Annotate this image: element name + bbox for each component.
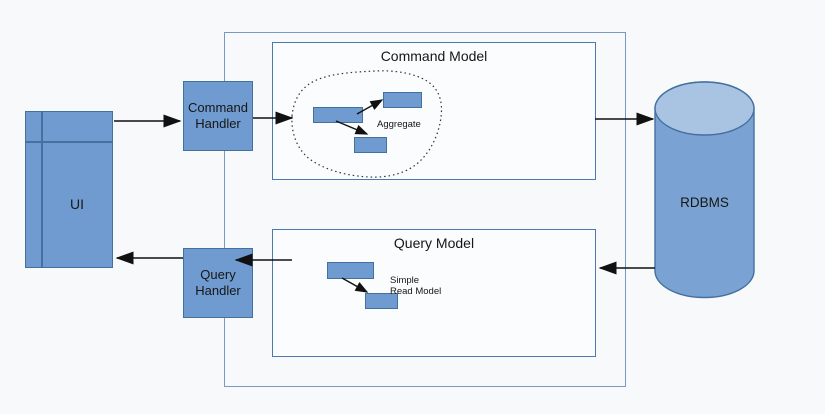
rdbms-node: RDBMS	[654, 81, 755, 299]
query-handler-label-line2: Handler	[195, 283, 241, 298]
aggregate-entity-main	[313, 107, 363, 123]
aggregate-entity-top	[383, 92, 422, 108]
outer-container-box	[224, 32, 626, 387]
command-model-title: Command Model	[380, 48, 488, 64]
query-model-box: Query Model	[272, 229, 596, 357]
aggregate-entity-bottom	[354, 137, 387, 153]
command-handler-label-line2: Handler	[195, 116, 241, 131]
ui-window-horizontal-divider	[26, 141, 112, 143]
query-entity-main	[327, 262, 374, 279]
ui-node: UI	[25, 111, 113, 268]
command-handler-node: Command Handler	[183, 81, 253, 151]
rdbms-node-label: RDBMS	[680, 195, 729, 210]
command-handler-label-line1: Command	[188, 100, 248, 115]
database-cylinder-icon	[654, 81, 755, 299]
aggregate-label: Aggregate	[377, 119, 421, 130]
query-model-title: Query Model	[393, 235, 475, 251]
query-handler-label-line1: Query	[200, 267, 236, 282]
query-handler-node: Query Handler	[183, 248, 253, 318]
ui-window-vertical-divider	[41, 112, 43, 267]
simple-read-model-label: Simple Read Model	[390, 275, 442, 297]
query-entity-read-model	[365, 293, 398, 309]
ui-node-label: UI	[70, 196, 84, 212]
simple-read-model-label-line2: Read Model	[390, 285, 442, 297]
simple-read-model-label-line1: Simple	[390, 275, 420, 286]
